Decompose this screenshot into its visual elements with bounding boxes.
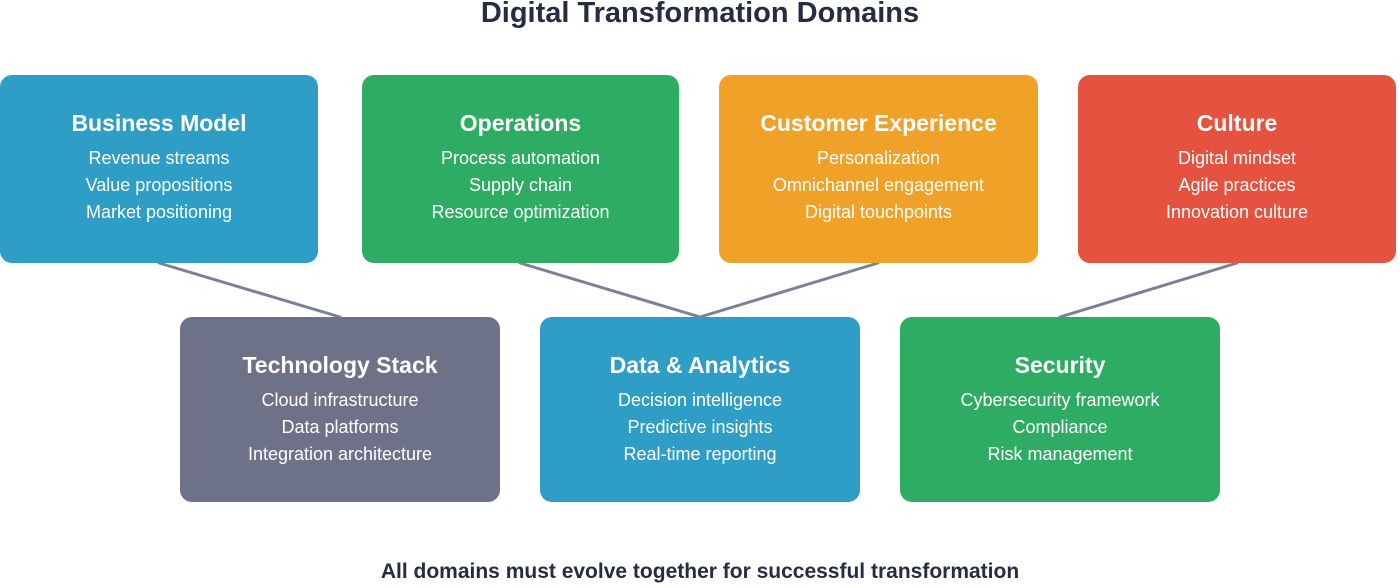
connector-operations-data-analytics	[518, 261, 702, 319]
page-title: Digital Transformation Domains	[480, 0, 920, 29]
domain-card-item: Market positioning	[85, 202, 233, 222]
domain-card-title: Technology Stack	[242, 352, 438, 378]
connector-customer-experience-data-analytics	[698, 261, 880, 319]
domain-card-title: Customer Experience	[760, 110, 997, 136]
domain-card-title: Data & Analytics	[609, 352, 791, 378]
connector-business-model-technology-stack	[157, 261, 342, 319]
domain-card-item: Revenue streams	[88, 148, 230, 168]
domain-card-item: Resource optimization	[431, 202, 610, 222]
domain-card-item: Compliance	[1012, 417, 1108, 437]
domain-card-item: Innovation culture	[1165, 202, 1309, 222]
domain-card-item: Real-time reporting	[623, 444, 777, 464]
domain-card-item: Personalization	[816, 148, 941, 168]
domain-card-item: Agile practices	[1178, 175, 1296, 195]
domain-card-culture: Culture Digital mindset Agile practices …	[1078, 75, 1396, 263]
domain-card-item: Predictive insights	[627, 417, 773, 437]
domain-card-title: Operations	[459, 110, 582, 136]
domain-card-title: Business Model	[71, 110, 247, 136]
domain-card-item: Supply chain	[468, 175, 573, 195]
connector-culture-security	[1058, 261, 1239, 319]
domain-card-item: Risk management	[987, 444, 1133, 464]
footer-caption: All domains must evolve together for suc…	[380, 560, 1020, 583]
domain-card-item: Process automation	[440, 148, 601, 168]
domain-card-title: Culture	[1196, 110, 1278, 136]
domain-card-business-model: Business Model Revenue streams Value pro…	[0, 75, 318, 263]
domain-card-title: Security	[1014, 352, 1106, 378]
domain-card-item: Digital touchpoints	[804, 202, 953, 222]
domain-card-item: Omnichannel engagement	[772, 175, 985, 195]
domain-card-item: Cloud infrastructure	[261, 390, 419, 410]
domain-card-operations: Operations Process automation Supply cha…	[362, 75, 679, 263]
domain-card-data-analytics: Data & Analytics Decision intelligence P…	[540, 317, 860, 502]
domain-card-item: Decision intelligence	[617, 390, 783, 410]
domain-card-customer-experience: Customer Experience Personalization Omni…	[719, 75, 1038, 263]
domain-card-item: Data platforms	[281, 417, 399, 437]
domain-card-technology-stack: Technology Stack Cloud infrastructure Da…	[180, 317, 500, 502]
domain-card-item: Value propositions	[85, 175, 233, 195]
domain-card-item: Cybersecurity framework	[960, 390, 1160, 410]
domain-card-item: Integration architecture	[247, 444, 433, 464]
domain-card-item: Digital mindset	[1177, 148, 1297, 168]
domain-card-security: Security Cybersecurity framework Complia…	[900, 317, 1220, 502]
